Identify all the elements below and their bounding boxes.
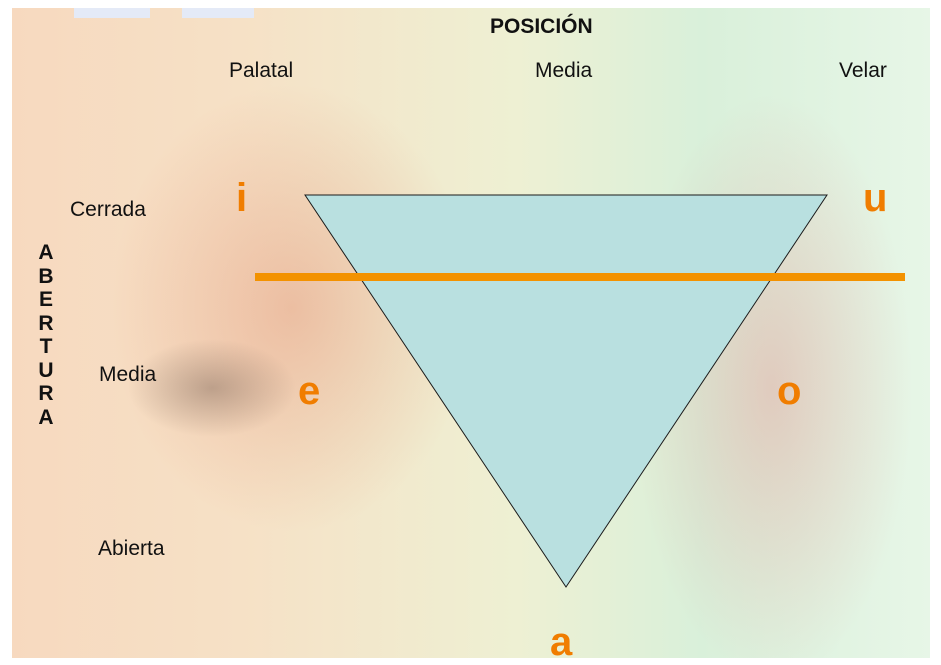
vowel-triangle [304, 194, 828, 588]
position-label-velar: Velar [839, 59, 887, 82]
top-decor-tab [74, 8, 150, 18]
aperture-letter: A [38, 241, 54, 264]
vowel-u: u [863, 176, 888, 220]
aperture-label-cerrada: Cerrada [70, 198, 146, 221]
vowel-a: a [550, 620, 573, 664]
aperture-letter: U [38, 358, 54, 382]
aperture-letter: R [38, 311, 54, 335]
vowel-i: i [236, 176, 248, 220]
aperture-letter: T [39, 335, 53, 358]
aperture-letter: A [38, 405, 54, 429]
aperture-label-media: Media [99, 363, 157, 386]
position-label-palatal: Palatal [229, 59, 294, 82]
aperture-letter: E [38, 288, 53, 311]
position-title: POSICIÓN [490, 15, 593, 38]
vowel-o: o [777, 369, 802, 413]
aperture-letter: R [38, 382, 54, 405]
aperture-letter: B [38, 264, 54, 288]
top-decor-tab [182, 8, 254, 18]
aperture-label-abierta: Abierta [98, 537, 165, 560]
vowel-e: e [298, 369, 321, 413]
position-label-media: Media [535, 59, 593, 82]
aperture-vertical-title: A B E R T U R A [36, 241, 56, 429]
